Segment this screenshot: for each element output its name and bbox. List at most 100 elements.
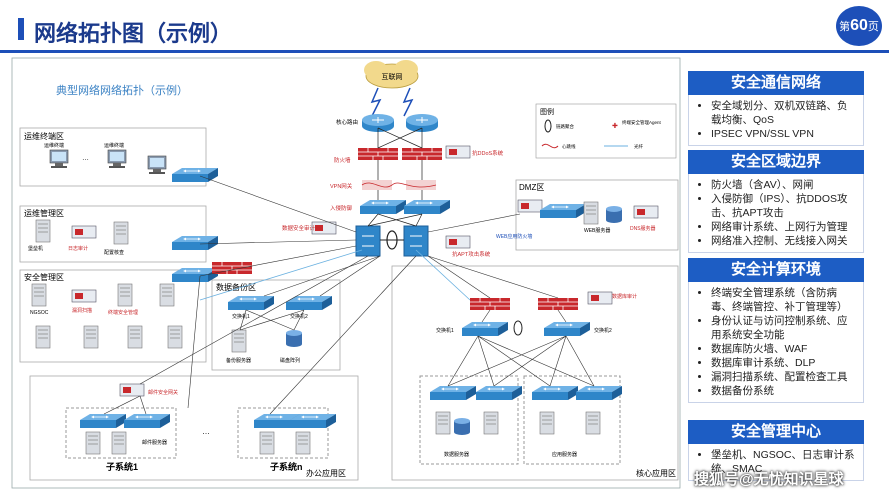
app-server-2	[585, 411, 601, 435]
vuln-scan-label: 漏洞扫描	[72, 307, 92, 314]
panel-secure-computing: 安全计算环境 终端安全管理系统（含防病毒、终端管控、补丁管理等） 身份认证与访问…	[688, 258, 864, 403]
waf-device	[517, 199, 543, 213]
panel-item: 网络审计系统、上网行为管理	[711, 220, 857, 234]
panel-item: 漏洞扫描系统、配置检查工具	[711, 370, 857, 384]
data-server-2	[483, 411, 499, 435]
core-distribution-links	[103, 175, 559, 415]
core-app-firewall-left	[469, 297, 511, 311]
panel-item: 身份认证与访问控制系统、应用系统安全功能	[711, 314, 857, 342]
core-switch-right	[403, 225, 429, 257]
zone-data-backup-label: 数据备份区	[216, 282, 256, 292]
legend-agent-icon: ✚	[612, 122, 618, 130]
security-server-7	[127, 325, 143, 349]
page-number-badge: 第60页	[836, 6, 882, 46]
data-server-label: 数据服务器	[444, 451, 469, 458]
watermark: 搜狐号@无忧知识星球	[694, 471, 844, 488]
panel-item: 防火墙（含AV）、网闸	[711, 178, 857, 192]
zone-office-app	[29, 375, 359, 481]
firewall-right	[401, 147, 443, 161]
backup-server	[231, 329, 247, 353]
data-audit-label: 数据安全审计	[282, 224, 316, 232]
legend-agent: 终端安全管理Agent	[622, 119, 662, 126]
vuln-scan-device	[71, 289, 97, 303]
fortress-machine-label: 堡垒机	[28, 245, 43, 252]
firewall-label: 防火墙	[334, 156, 351, 164]
panel-item: 终端安全管理系统（含防病毒、终端管控、补丁管理等）	[711, 286, 857, 314]
security-mgmt-firewall	[211, 261, 253, 275]
legend-heartbeat-icon	[541, 143, 559, 149]
data-db-1	[454, 418, 470, 435]
zone-core-app	[391, 265, 679, 481]
header-divider	[0, 50, 889, 53]
ngsoc-label: NGSOC	[30, 310, 49, 316]
disk-array	[286, 330, 302, 347]
ips-left	[359, 199, 407, 215]
db-audit-label: 数据库审计	[612, 293, 637, 300]
vpn-label: VPN网关	[330, 182, 353, 190]
subsystem-n-switch-b	[289, 413, 337, 429]
firewall-left	[357, 147, 399, 161]
ops-mgmt-switch	[171, 235, 219, 251]
zone-data-backup	[211, 279, 341, 371]
backup-links	[239, 309, 305, 331]
zone-security-mgmt	[19, 269, 207, 363]
zone-security-mgmt-label: 安全管理区	[24, 272, 64, 282]
subsystem-1-switch-b	[123, 413, 171, 429]
subsystem-n-server-2	[295, 431, 311, 455]
app-server-group	[523, 375, 621, 465]
internet-cloud: 互联网	[364, 60, 419, 89]
fortress-machine	[35, 219, 51, 243]
anti-ddos-device	[445, 145, 471, 159]
zone-ops-mgmt	[19, 205, 207, 263]
ops-terminal-pc-2-label: 运维终端	[104, 142, 124, 149]
subsystem-n-server-1	[259, 431, 275, 455]
security-server-4	[159, 283, 175, 307]
mail-gateway	[119, 383, 145, 397]
mail-server-label: 邮件服务器	[142, 439, 167, 446]
anti-ddos-label: 抗DDoS系统	[472, 149, 504, 157]
app-server-label: 应用服务器	[552, 451, 577, 458]
internet-label: 互联网	[382, 72, 403, 81]
page-title: 网络拓扑图（示例）	[34, 21, 233, 46]
log-audit-device	[71, 225, 97, 239]
subsystem-1-label: 子系统1	[106, 461, 138, 472]
disk-array-label: 磁盘阵列	[280, 357, 300, 364]
core-switch-left	[355, 225, 381, 257]
zone-core-app-label: 核心应用区	[636, 468, 676, 478]
apt-device	[445, 235, 471, 249]
core-app-switch-2	[543, 321, 591, 337]
subsystem-1-box	[65, 407, 177, 459]
legend-link-aggregation: 链路聚合	[556, 123, 574, 130]
fiber-links	[199, 249, 471, 301]
dns-server-label: DNS服务器	[630, 225, 656, 232]
header-accent-bar	[18, 18, 24, 40]
zone-office-app-label: 办公应用区	[306, 468, 346, 478]
legend: 图例 链路聚合 ✚ 终端安全管理Agent 心跳线 光纤	[535, 103, 677, 159]
panel-item: 数据备份系统	[711, 384, 857, 398]
legend-fiber: 光纤	[634, 143, 643, 150]
panel-secure-computing-title: 安全计算环境	[688, 258, 864, 282]
ips-right	[403, 199, 451, 215]
legend-link-aggregation-icon	[544, 119, 552, 133]
ops-terminal-pc-1-label: 运维终端	[44, 142, 64, 149]
trunk-links	[367, 127, 423, 227]
web-server-label: WEB服务器	[584, 227, 610, 234]
subsystem-1-server-2	[111, 431, 127, 455]
web-server	[583, 201, 599, 225]
panel-item: 堡垒机、NGSOC、日志审计系统、SMAC	[711, 448, 857, 476]
db-audit-device	[587, 291, 613, 305]
panel-item: IPSEC VPN/SSL VPN	[711, 127, 857, 141]
security-server-6	[83, 325, 99, 349]
core-app-switch-1-label: 交换机1	[436, 327, 454, 334]
panel-item: 安全域划分、双机双链路、负载均衡、QoS	[711, 99, 857, 127]
lightning-link-left	[370, 87, 382, 117]
panel-item: 数据库审计系统、DLP	[711, 356, 857, 370]
panel-secure-mgmt-title: 安全管理中心	[688, 420, 864, 444]
heartbeat-line-vpn	[361, 182, 437, 188]
ips-label: 入侵防御	[330, 204, 353, 212]
backup-switch-1-label: 交换机1	[232, 313, 250, 320]
subsystem-ellipsis: …	[202, 427, 210, 436]
core-app-switch-1	[461, 321, 509, 337]
panel-secure-comm-title: 安全通信网络	[688, 71, 864, 95]
